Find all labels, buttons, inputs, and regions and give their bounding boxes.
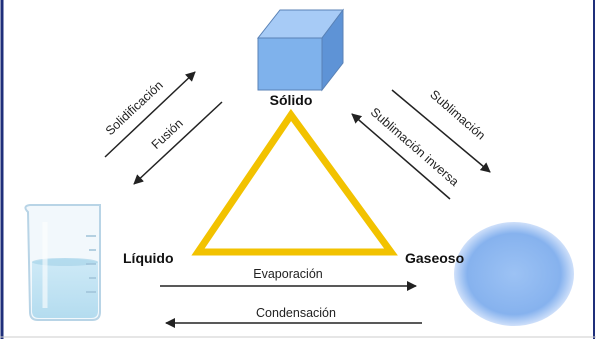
fusion-label: Fusión [149,116,186,152]
fusion-arrow [133,101,223,185]
phase-triangle [191,108,398,256]
sublimation-label: Sublimación [427,87,488,142]
inverse-sublimation-arrow [351,113,451,200]
solidification-arrow [104,71,196,158]
beaker-icon [24,204,101,321]
inverse-sublimation-label: Sublimación inversa [368,105,462,189]
liquid-label: Líquido [123,250,174,266]
evaporation-label: Evaporación [253,267,323,281]
gas-label: Gaseoso [405,250,464,266]
sublimation-arrow [391,89,491,173]
blue-sphere-icon [454,222,574,326]
solid-label: Sólido [270,92,313,108]
condensation-label: Condensación [256,306,336,320]
blue-cube-icon [256,8,344,92]
